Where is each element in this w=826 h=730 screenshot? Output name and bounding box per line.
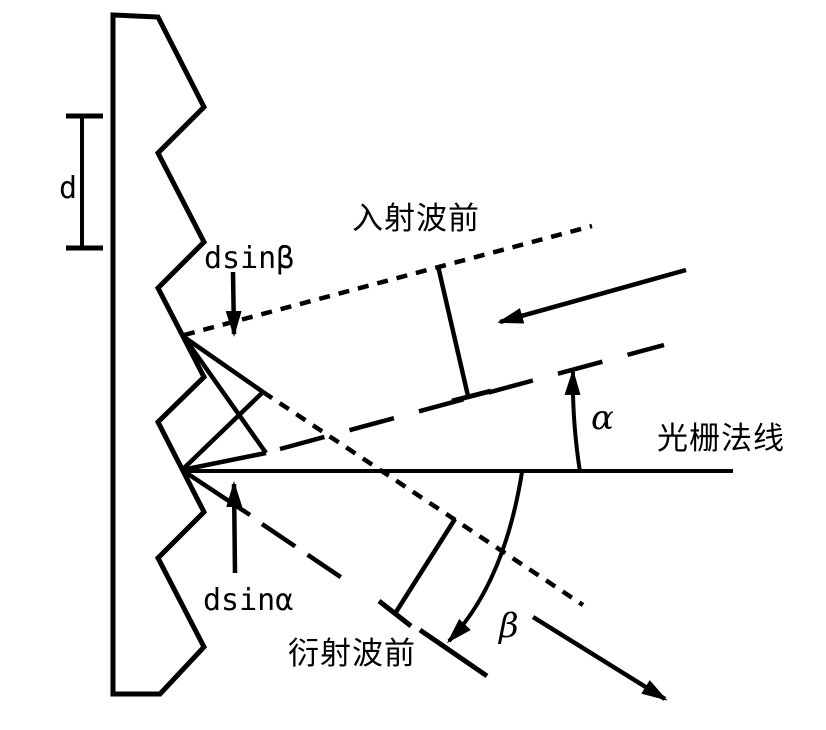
lower-marker-foot [377,599,413,628]
groove-spacing-bracket [66,113,103,251]
diffracted-direction-solid-start [180,468,252,517]
incident-wavefront-line [183,223,593,338]
alpha-angle-arc [564,369,582,473]
q-to-p2-segment [180,390,265,472]
grating-normal-label: 光栅法线 [657,421,785,457]
grating-profile [110,12,208,697]
incident-direction-solid-start [181,450,267,473]
lower-distance-marker [377,517,457,628]
dsin-beta-arrow [225,271,242,337]
diffracted-direction-end-dash [418,627,489,679]
dsin-alpha-arrow [226,481,243,574]
incident-wavefront-label: 入射波前 [352,201,480,237]
incident-ray-arrow [497,267,687,325]
diffracted-direction-dashed [260,522,347,582]
beta-angle-arc [446,471,524,644]
upper-marker-stem [435,265,471,397]
lower-marker-stem [394,517,457,614]
upper-distance-marker [435,265,492,404]
diffracted-ray-arrow [531,615,668,701]
dsin-alpha-label: dsinα [203,583,293,618]
upper-marker-foot [451,388,492,404]
incident-direction-dashed [279,342,665,452]
beta-angle-label: β [497,606,519,646]
dsin-beta-label: dsinβ [204,241,294,276]
diffracted-wavefront-upper-solid [182,335,265,394]
alpha-angle-label: α [591,398,614,438]
p1-perpendicular-drop [182,335,268,455]
groove-spacing-label: d [59,171,77,206]
diffracted-wavefront-label: 衍射波前 [288,636,416,672]
diffracted-wavefront-upper-dotted [261,390,585,607]
